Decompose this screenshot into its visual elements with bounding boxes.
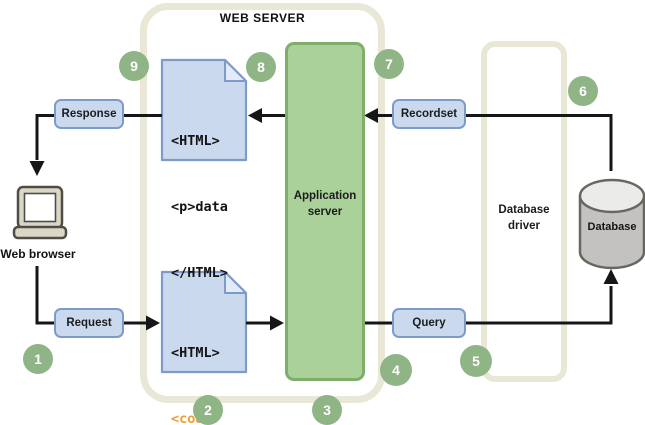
request-document-icon bbox=[160, 270, 248, 374]
arrow-browser-to-request bbox=[35, 266, 54, 325]
response-box: Response bbox=[54, 99, 124, 129]
response-document-code: <HTML> <p>data </HTML> bbox=[171, 133, 228, 281]
flow-arrows bbox=[29, 108, 619, 331]
step-badge-1: 1 bbox=[23, 344, 53, 374]
web-browser-icon bbox=[12, 185, 68, 240]
step-badge-5: 5 bbox=[460, 345, 492, 377]
step-badge-6: 6 bbox=[568, 76, 598, 106]
line-database-to-recordset bbox=[466, 114, 613, 171]
database-icon bbox=[578, 178, 645, 270]
web-server-boundary bbox=[140, 3, 385, 403]
step-badge-9: 9 bbox=[119, 51, 149, 81]
step-badge-8: 8 bbox=[246, 52, 276, 82]
web-server-title: WEB SERVER bbox=[219, 11, 306, 25]
web-browser-label: Web browser bbox=[0, 247, 76, 261]
step-badge-2: 2 bbox=[193, 395, 223, 425]
database-driver-box bbox=[481, 41, 567, 382]
step-badge-3: 3 bbox=[312, 395, 342, 425]
step-badge-7: 7 bbox=[374, 49, 404, 79]
arrow-response-to-browser bbox=[35, 114, 54, 160]
response-document-icon bbox=[160, 58, 248, 162]
application-server-box bbox=[285, 42, 365, 381]
query-box: Query bbox=[392, 308, 466, 338]
step-badge-4: 4 bbox=[380, 354, 412, 386]
recordset-box: Recordset bbox=[392, 99, 466, 129]
application-server-label: Application server bbox=[293, 190, 357, 218]
arrow-query-to-database bbox=[466, 286, 613, 325]
request-box: Request bbox=[54, 308, 124, 338]
database-label: Database bbox=[587, 221, 637, 233]
database-driver-label: Database driver bbox=[498, 204, 550, 232]
